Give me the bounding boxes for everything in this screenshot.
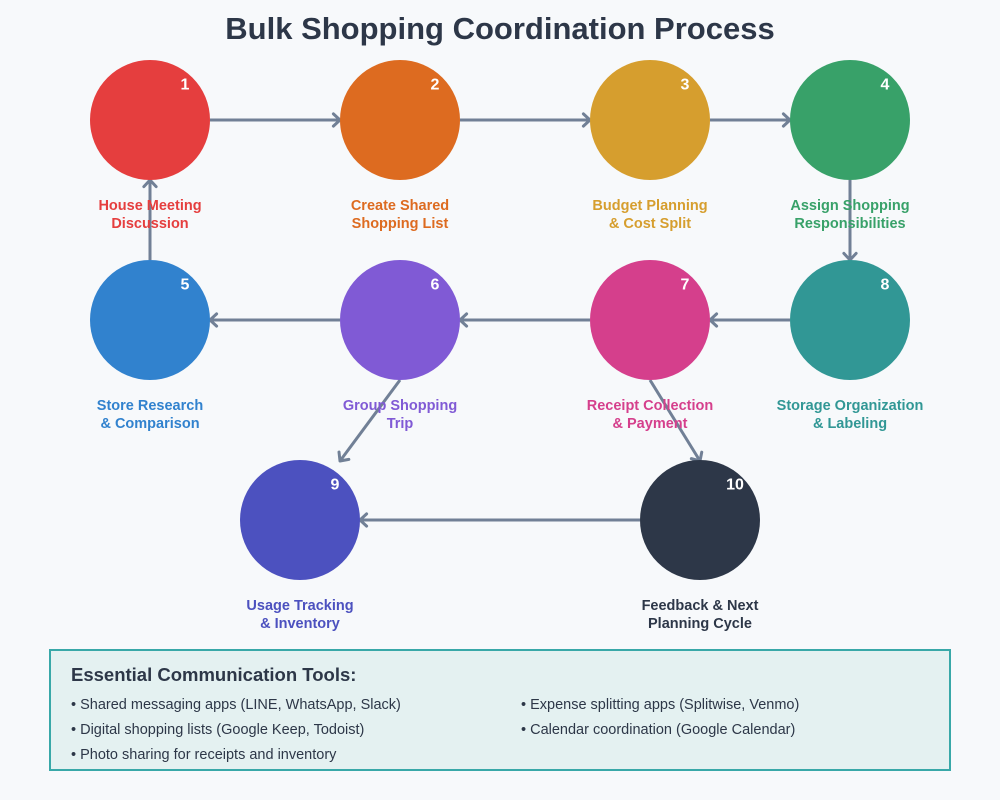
step-circle [340, 260, 460, 380]
step-circle [90, 260, 210, 380]
step-number: 3 [681, 77, 690, 94]
arrow-8-to-7 [708, 312, 790, 328]
arrow-1-to-2 [210, 112, 342, 128]
step-label-line: Discussion [111, 216, 188, 232]
step-number: 7 [681, 277, 690, 294]
step-number: 1 [181, 77, 190, 94]
arrow-6-to-5 [208, 312, 340, 328]
step-number: 6 [431, 277, 440, 294]
step-label-line: Create Shared [351, 198, 449, 214]
step-label-line: & Inventory [260, 616, 340, 632]
step-number: 4 [881, 77, 890, 94]
step-number: 2 [431, 77, 440, 94]
step-number: 8 [881, 277, 890, 294]
arrow-7-to-6 [458, 312, 590, 328]
step-label-line: Store Research [97, 398, 203, 414]
arrows-layer [142, 112, 858, 528]
arrow-6-to-9 [337, 379, 402, 463]
arrow-line [338, 379, 402, 462]
tools-heading: Essential Communication Tools: [71, 664, 357, 685]
step-circle [790, 260, 910, 380]
step-label-line: & Payment [613, 416, 688, 432]
tool-item-messaging: • Shared messaging apps (LINE, WhatsApp,… [71, 697, 401, 713]
step-label-line: Trip [387, 416, 414, 432]
arrow-line [648, 379, 702, 462]
step-label-line: Planning Cycle [648, 616, 752, 632]
tool-item-photo-sharing: • Photo sharing for receipts and invento… [71, 747, 337, 763]
step-label-line: & Cost Split [609, 216, 691, 232]
arrow-2-to-3 [460, 112, 592, 128]
communication-tools-panel: Essential Communication Tools: • Shared … [49, 649, 951, 771]
step-number: 10 [726, 477, 744, 494]
tool-item-expense-splitting: • Expense splitting apps (Splitwise, Ven… [521, 697, 800, 713]
page-title: Bulk Shopping Coordination Process [225, 11, 775, 46]
step-circle [640, 460, 760, 580]
step-number: 9 [331, 477, 340, 494]
step-label-line: House Meeting [98, 198, 201, 214]
step-circle [590, 60, 710, 180]
step-label-line: Shopping List [352, 216, 449, 232]
step-label-line: Feedback & Next [642, 598, 759, 614]
step-circle [790, 60, 910, 180]
step-label-line: & Labeling [813, 416, 887, 432]
step-circle [590, 260, 710, 380]
step-label-line: Budget Planning [592, 198, 707, 214]
step-label-line: Assign Shopping [790, 198, 909, 214]
step-label-line: & Comparison [100, 416, 199, 432]
arrowhead [337, 450, 351, 463]
arrow-3-to-4 [710, 112, 792, 128]
step-number: 5 [181, 277, 190, 294]
step-circle [240, 460, 360, 580]
step-circle [340, 60, 460, 180]
step-label-line: Responsibilities [794, 216, 905, 232]
step-label-line: Storage Organization [777, 398, 924, 414]
step-label-line: Group Shopping [343, 398, 457, 414]
step-label-line: Receipt Collection [587, 398, 714, 414]
tool-item-shopping-lists: • Digital shopping lists (Google Keep, T… [71, 722, 365, 738]
tool-item-calendar: • Calendar coordination (Google Calendar… [521, 722, 796, 738]
step-circle [90, 60, 210, 180]
step-label-line: Usage Tracking [246, 598, 353, 614]
arrow-10-to-9 [358, 512, 640, 528]
